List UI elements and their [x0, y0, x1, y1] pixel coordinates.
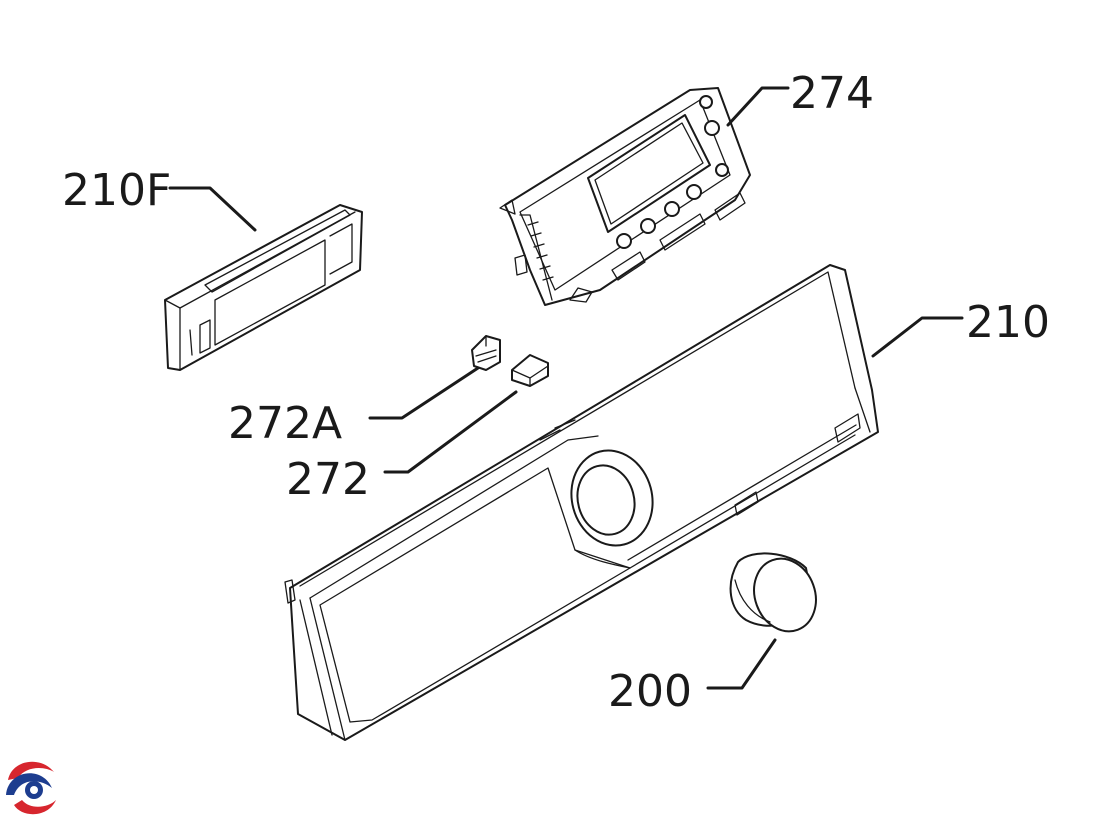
- leader-272A: [368, 366, 480, 420]
- leader-272: [383, 390, 518, 474]
- knob-part: [729, 552, 817, 633]
- panel-insert-part: [164, 204, 363, 371]
- control-panel-part: [284, 264, 879, 741]
- leader-210F: [168, 186, 257, 232]
- leader-200: [706, 638, 777, 690]
- leader-210: [871, 316, 964, 358]
- callout-210: 210: [966, 297, 1050, 348]
- callout-200: 200: [608, 666, 692, 717]
- callout-274: 274: [790, 68, 874, 119]
- swirl-logo-icon: [3, 761, 59, 817]
- leader-274: [726, 86, 790, 127]
- callout-272A: 272A: [228, 398, 342, 449]
- clip-part: [471, 335, 501, 371]
- callout-272: 272: [286, 454, 370, 505]
- button-part: [511, 354, 549, 387]
- control-board-part: [499, 87, 751, 306]
- callout-210F: 210F: [62, 165, 171, 216]
